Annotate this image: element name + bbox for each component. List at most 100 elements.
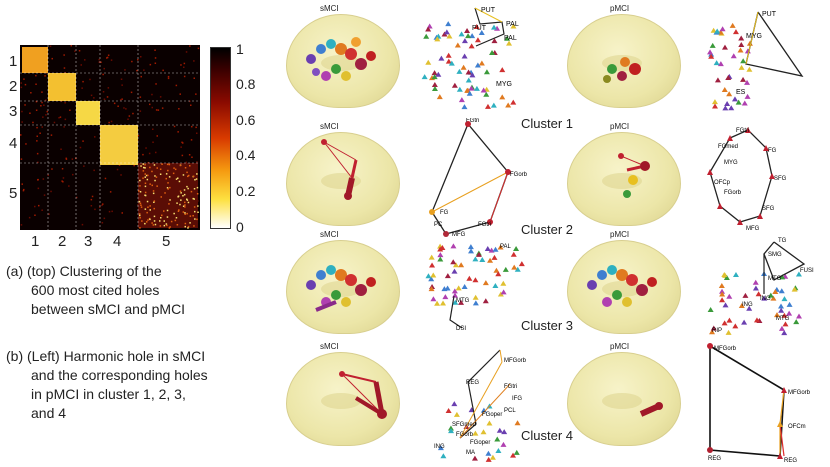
caption-b-line-3: in pMCI in cluster 1, 2, 3, (31, 386, 186, 402)
matrix-row-label-3: 3 (9, 103, 18, 120)
row2-smci-node-label: FG (440, 210, 449, 216)
matrix-col-label-1: 1 (31, 233, 40, 250)
row4-smci-node-label: FGoper (482, 412, 502, 418)
row2-smci-node-label: FGtri (466, 118, 479, 124)
row4-pmci-title: pMCI (610, 342, 630, 351)
row3-pmci-node-label: TG (778, 238, 787, 244)
row3-pmci-node-label: SMG (768, 252, 782, 258)
row2-smci-node-label: FGtri (478, 222, 491, 228)
matrix-row-label-2: 2 (9, 78, 18, 95)
row1-smci-title: sMCI (320, 4, 339, 13)
matrix-block-3 (76, 101, 100, 125)
row1-pmci-title: pMCI (610, 4, 630, 13)
matrix-col-label-5: 5 (162, 233, 171, 250)
row3-pmci-title: pMCI (610, 230, 630, 239)
row1-smci-graph: PUT PUT PAL PAL MYG (421, 7, 519, 110)
matrix-col-label-3: 3 (84, 233, 93, 250)
cluster-4-label: Cluster 4 (521, 428, 574, 443)
colorbar-tick-0.6: 0.6 (236, 112, 256, 128)
row4-pmci-graph: MFGorb MFGorb OFCm REG REG (707, 343, 811, 464)
row1-smci-hole-overlay (306, 37, 376, 81)
row2-pmci-node-label: FGtri (736, 128, 749, 134)
row2-smci-node-label: PC (434, 222, 443, 228)
colorbar-tick-0.2: 0.2 (236, 183, 256, 199)
row2-pmci-node-label: MFG (746, 226, 760, 232)
row1-pmci-node-label: MYG (746, 33, 762, 40)
row2-pmci-node-label: MYG (724, 160, 738, 166)
row4-smci-node-label: PCL (504, 408, 516, 414)
row4-pmci-node-label: REG (784, 458, 797, 464)
row4-pmci-node-label: MFGorb (714, 346, 737, 352)
matrix-block-4 (100, 125, 138, 165)
matrix-row-label-1: 1 (9, 53, 18, 70)
row2-smci-hole-overlay (321, 139, 358, 200)
row4-smci-node-label: MFGorb (504, 358, 527, 364)
row1-pmci-node-label: ES (736, 89, 746, 96)
row2-smci-node-label: MFG (452, 232, 466, 238)
row4-smci-brain (286, 352, 400, 446)
row3-pmci-node-label: ING (742, 302, 753, 308)
matrix-col-label-2: 2 (58, 233, 67, 250)
row3-pmci-node-label: MTG (776, 316, 790, 322)
caption-b-line-4: and 4 (31, 405, 67, 421)
caption-a-line-1: (a) (top) Clustering of the (6, 263, 162, 279)
row2-pmci-brain (567, 132, 681, 226)
colorbar-tick-0.8: 0.8 (236, 76, 256, 92)
row1-smci-node-label: MYG (496, 81, 512, 88)
row1-smci-node-label: PAL (504, 35, 517, 42)
row3-smci-graph: PAL MTG DSI (425, 243, 525, 332)
cluster-1-label: Cluster 1 (521, 116, 574, 131)
matrix-block-5 (138, 163, 198, 228)
row2-pmci-node-label: OFCp (714, 180, 731, 186)
colorbar-tick-0.4: 0.4 (236, 147, 256, 163)
row2-pmci-node-label: FGorb (724, 190, 742, 196)
row3-pmci-graph: TG SMG FUSI MTG ING ING MTG RIP (707, 238, 814, 336)
row4-pmci-node-label: OFCm (788, 424, 806, 430)
row2-pmci-title: pMCI (610, 122, 630, 131)
matrix-row-label-5: 5 (9, 185, 18, 202)
row1-pmci-hole-overlay (603, 57, 641, 83)
row3-pmci-hole-overlay (587, 265, 657, 307)
row3-smci-node-label: PAL (500, 244, 512, 250)
matrix-block-2 (48, 73, 76, 101)
row2-pmci-node-label: FG (768, 148, 777, 154)
row4-smci-node-label: FGoper (470, 440, 490, 446)
row2-smci-brain (286, 132, 400, 226)
row4-smci-node-label: FGorb (456, 432, 474, 438)
row3-pmci-node-label: RIP (712, 328, 722, 334)
row3-smci-node-label: DSI (456, 326, 466, 332)
cluster-2-label: Cluster 2 (521, 222, 574, 237)
row4-pmci-brain (567, 352, 681, 446)
row4-smci-node-label: MA (466, 450, 475, 456)
caption-b-line-1: (b) (Left) Harmonic hole in sMCI (6, 348, 206, 364)
row3-pmci-brain (567, 240, 681, 334)
row4-pmci-node-label: MFGorb (788, 390, 811, 396)
row2-smci-title: sMCI (320, 122, 339, 131)
row4-pmci-hole-overlay (639, 402, 663, 417)
row3-smci-hole-overlay (306, 265, 376, 312)
colorbar-tick-0: 0 (236, 219, 244, 235)
row4-smci-node-label: REG (466, 380, 479, 386)
row2-pmci-hole-overlay (618, 153, 650, 198)
row4-pmci-node-label: REG (708, 456, 721, 462)
matrix-col-label-4: 4 (113, 233, 122, 250)
row4-smci-node-label: ING (434, 444, 445, 450)
caption-a-line-2: 600 most cited holes (31, 282, 160, 298)
caption-a-line-3: between sMCI and pMCI (31, 301, 186, 317)
colorbar-tick-1: 1 (236, 41, 244, 57)
matrix-row-label-4: 4 (9, 135, 18, 152)
row2-smci-graph: FGtri FGorb FGtri PC MFG FG (429, 118, 528, 238)
row4-smci-node-label: IFG (512, 396, 522, 402)
row1-pmci-graph: PUT MYG ES (707, 11, 804, 111)
row2-pmci-graph: FGtri FGmed MYG FG SFG OFCp FGorb SFG MF… (707, 127, 787, 232)
colorbar (210, 47, 231, 229)
row4-smci-hole-overlay (339, 371, 387, 419)
row1-pmci-node-label: PUT (762, 11, 777, 18)
row2-pmci-node-label: FGmed (718, 144, 738, 150)
row4-smci-title: sMCI (320, 342, 339, 351)
caption-b-line-2: and the corresponding holes (31, 367, 208, 383)
row4-smci-node-label: FGtri (504, 384, 517, 390)
row1-smci-node-label: PUT (481, 7, 496, 14)
row1-smci-brain (286, 14, 400, 108)
matrix-block-1 (22, 47, 48, 73)
